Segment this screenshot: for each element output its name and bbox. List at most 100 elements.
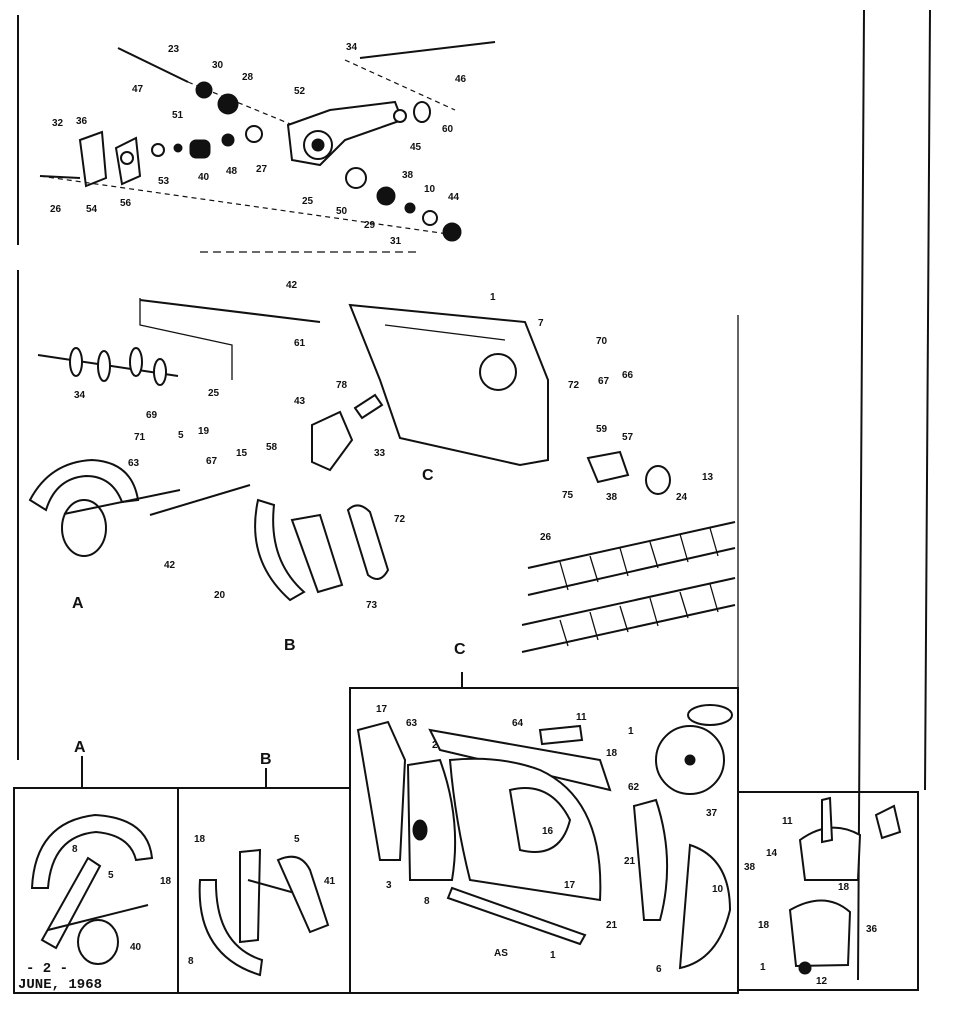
callout: 50 <box>336 206 348 217</box>
callout: 78 <box>336 380 348 391</box>
callout: 46 <box>455 74 467 85</box>
assembly-code: AS <box>494 948 508 959</box>
callout: 8 <box>72 844 78 855</box>
callouts-panel-a: 8 5 18 40 <box>72 844 172 953</box>
callout: 41 <box>324 876 336 887</box>
callout: 5 <box>294 834 300 845</box>
callout: 42 <box>164 560 176 571</box>
page-number: - 2 - <box>26 961 68 977</box>
panel-boxes <box>13 672 919 994</box>
callout: 17 <box>376 704 388 715</box>
callout: 57 <box>622 432 634 443</box>
callout: 38 <box>402 170 414 181</box>
callout: 21 <box>606 920 618 931</box>
callout: 1 <box>760 962 766 973</box>
callout: 72 <box>394 514 406 525</box>
callout: 3 <box>386 880 392 891</box>
callout: 38 <box>606 492 618 503</box>
callout: 75 <box>562 490 574 501</box>
callout: 34 <box>346 42 358 53</box>
callout: 32 <box>52 118 64 129</box>
callout: 38 <box>744 862 756 873</box>
callout: 14 <box>766 848 778 859</box>
callout: 10 <box>712 884 724 895</box>
callout: 63 <box>128 458 140 469</box>
callout: 72 <box>568 380 580 391</box>
callout: 13 <box>702 472 714 483</box>
callout: 40 <box>130 942 142 953</box>
callout: 26 <box>540 532 552 543</box>
callout: 27 <box>256 164 268 175</box>
callout: 47 <box>132 84 144 95</box>
callout: 15 <box>236 448 248 459</box>
callout: 18 <box>160 876 172 887</box>
callout: 45 <box>410 142 422 153</box>
callout: 11 <box>576 712 587 723</box>
callout: 63 <box>406 718 418 729</box>
callout: 66 <box>622 370 634 381</box>
callout: 24 <box>676 492 688 503</box>
sub-label-b-lower: B <box>284 637 296 654</box>
callout: 25 <box>208 388 220 399</box>
housing-assembly <box>28 298 736 653</box>
callout: 2 <box>432 740 438 751</box>
callout: 36 <box>76 116 88 127</box>
section-letters: C A B C A B <box>72 467 466 788</box>
callouts-panel-b: 18 5 41 8 <box>188 834 336 967</box>
callout: 1 <box>628 726 634 737</box>
callout: 1 <box>550 950 556 961</box>
callout: 71 <box>134 432 146 443</box>
callout: 1 <box>490 292 496 303</box>
callout: 33 <box>374 448 386 459</box>
callouts-top: 23 47 30 28 52 34 46 32 36 51 60 45 26 5… <box>50 42 467 291</box>
callout: 67 <box>598 376 610 387</box>
callout: 18 <box>194 834 206 845</box>
callout: 69 <box>146 410 158 421</box>
sub-label-c-top: C <box>454 641 466 658</box>
callout: 28 <box>242 72 254 83</box>
callout: 44 <box>448 192 460 203</box>
callout: 70 <box>596 336 608 347</box>
callout: 23 <box>168 44 180 55</box>
callout: 54 <box>86 204 98 215</box>
callouts-panel-d: 11 38 14 18 18 36 1 12 <box>744 816 878 987</box>
callout: 10 <box>424 184 436 195</box>
footer: - 2 - JUNE, 1968 <box>18 961 102 993</box>
callout: 67 <box>206 456 218 467</box>
callout: 18 <box>838 882 850 893</box>
callout: 73 <box>366 600 378 611</box>
callout: 12 <box>816 976 828 987</box>
revision-date: JUNE, 1968 <box>18 977 102 993</box>
callout: 6 <box>656 964 662 975</box>
callout: 34 <box>74 390 86 401</box>
callout: 61 <box>294 338 306 349</box>
gearbox-exploded-view <box>39 41 496 242</box>
callout: 8 <box>188 956 194 967</box>
callout: 40 <box>198 172 210 183</box>
callout: 5 <box>108 870 114 881</box>
callout: 16 <box>542 826 554 837</box>
callout: 48 <box>226 166 238 177</box>
callout: 8 <box>424 896 430 907</box>
callout: 20 <box>214 590 226 601</box>
callout: 62 <box>628 782 640 793</box>
sub-label-c-mid: C <box>422 467 434 484</box>
section-label-b: B <box>260 751 272 768</box>
callout: 53 <box>158 176 170 187</box>
callout: 43 <box>294 396 306 407</box>
callout: 31 <box>390 236 402 247</box>
section-label-a: A <box>74 739 86 756</box>
callout: 42 <box>286 280 298 291</box>
callout: 25 <box>302 196 314 207</box>
callouts-middle: 1 61 7 70 67 66 34 25 78 72 43 69 71 5 1… <box>74 292 714 611</box>
frame-lines <box>17 9 931 981</box>
panel-d-drawing <box>788 796 902 975</box>
callout: 58 <box>266 442 278 453</box>
callout: 52 <box>294 86 306 97</box>
callout: 11 <box>782 816 793 827</box>
callout: 18 <box>758 920 770 931</box>
callout: 17 <box>564 880 576 891</box>
callout: 51 <box>172 110 184 121</box>
callout: 60 <box>442 124 454 135</box>
